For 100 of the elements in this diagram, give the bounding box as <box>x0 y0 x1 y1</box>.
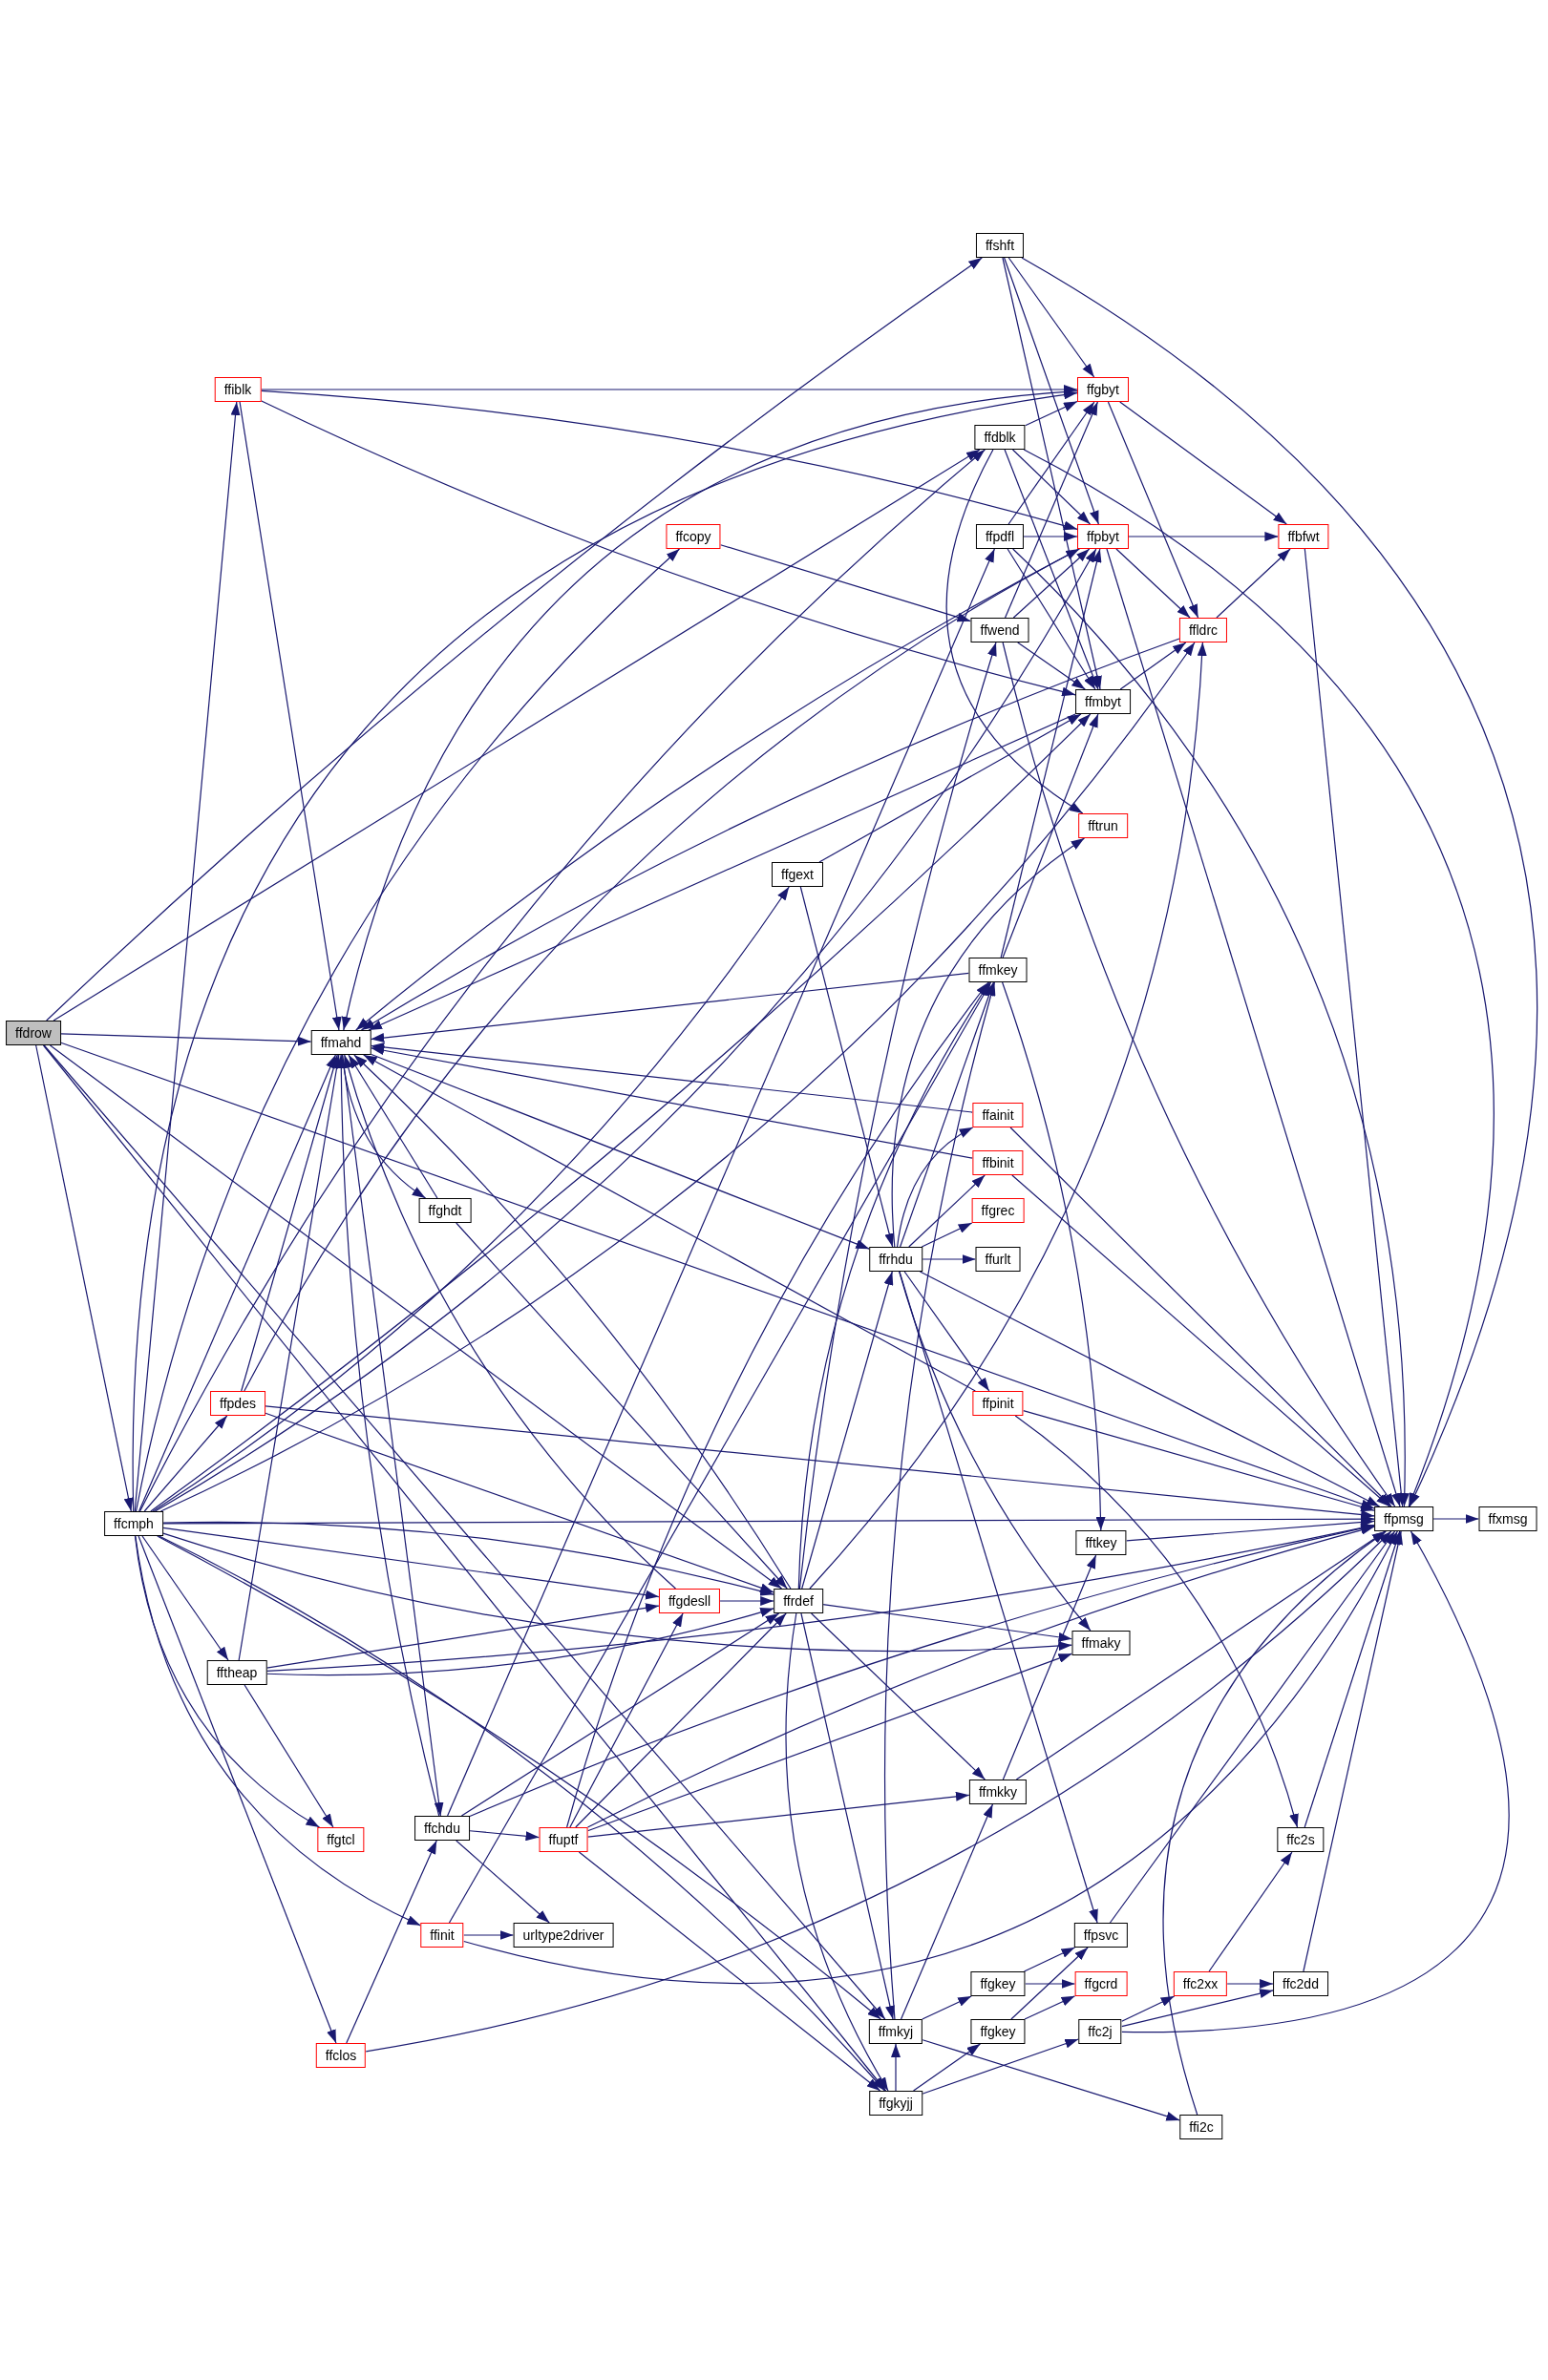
arrow <box>900 1803 994 2020</box>
arrow <box>1109 1530 1396 1924</box>
arrow <box>244 548 1080 1392</box>
function-box: ffrhdu <box>869 1247 922 1272</box>
arrow <box>919 1271 1381 1507</box>
arrow <box>1128 532 1279 541</box>
arrow <box>469 1830 541 1842</box>
arrow <box>370 1053 870 1250</box>
arrow <box>797 981 990 1590</box>
arrow <box>1007 548 1096 690</box>
arrow <box>134 1535 321 1828</box>
function-box: ffgkey <box>970 1971 1026 1996</box>
arrow <box>447 548 995 1817</box>
function-box: ffurlt <box>975 1247 1021 1272</box>
arrow <box>353 1054 792 1590</box>
function-box: ffbfwt <box>1278 524 1329 549</box>
function-box: ffchdu <box>414 1816 470 1841</box>
arrow <box>238 1054 342 1661</box>
arrow <box>1017 642 1086 690</box>
arrow <box>1115 548 1191 619</box>
arrow <box>60 1033 312 1046</box>
arrow <box>1002 257 1102 690</box>
arrow <box>586 1653 1073 1832</box>
arrow <box>1004 449 1099 690</box>
arrow <box>903 1271 990 1392</box>
arrow <box>162 1532 1073 1653</box>
arrow <box>35 1044 134 1512</box>
arrow <box>239 401 342 1031</box>
function-box: ffc2j <box>1078 2019 1122 2044</box>
arrow <box>1002 713 1099 958</box>
arrow <box>370 1043 973 1113</box>
arrow <box>1010 1947 1089 2020</box>
function-box: ffpdfl <box>975 524 1025 549</box>
arrow <box>162 1514 1375 1525</box>
arrow <box>141 1535 229 1661</box>
arrow <box>575 1612 787 1828</box>
arrow <box>60 1042 1375 1509</box>
function-box: ffgkey <box>970 2019 1026 2044</box>
arrow <box>897 1127 974 1248</box>
arrow <box>342 390 1078 1031</box>
arrow <box>809 642 1207 1590</box>
function-box: ffuptf <box>539 1827 588 1852</box>
function-box: ffcopy <box>666 524 721 549</box>
arrow <box>1004 257 1099 525</box>
arrow <box>799 886 895 1248</box>
function-box: ffshft <box>975 233 1025 258</box>
arrow <box>1002 981 1106 1531</box>
arrow <box>46 257 983 1022</box>
function-box: fftkey <box>1075 1530 1127 1555</box>
function-box: ffmkky <box>968 1780 1028 1804</box>
arrow <box>1012 548 1091 619</box>
arrow <box>463 1930 515 1940</box>
arrow <box>360 638 1180 1031</box>
function-box: ffgcrd <box>1074 1971 1128 1996</box>
function-box: ffdblk <box>974 425 1026 450</box>
arrow <box>946 449 1084 814</box>
arrow <box>49 1044 783 1590</box>
arrow <box>800 1612 895 2020</box>
arrow <box>159 642 1196 1512</box>
arrow <box>260 400 1076 697</box>
arrow <box>456 1222 788 1590</box>
arrow <box>908 1174 986 1248</box>
arrow <box>900 981 994 1248</box>
function-box: ffgrec <box>971 1198 1025 1223</box>
arrow <box>1304 1530 1401 1828</box>
arrow <box>1000 548 1102 958</box>
function-box: ffbinit <box>972 1150 1024 1175</box>
arrow <box>1216 548 1291 619</box>
function-box: ffpdes <box>210 1391 265 1416</box>
arrow <box>1023 532 1078 541</box>
function-box: ffcmph <box>104 1511 163 1536</box>
arrow <box>922 2038 1079 2095</box>
function-box: ffmahd <box>310 1030 371 1055</box>
arrow <box>891 2043 901 2092</box>
function-box: ffghdt <box>418 1198 472 1223</box>
function-box: ffainit <box>972 1103 1024 1127</box>
arrow <box>1024 1979 1076 1989</box>
arrow <box>348 1054 438 1199</box>
function-box: ffgext <box>772 862 823 887</box>
function-box: ffmkey <box>968 958 1028 982</box>
arrow <box>891 837 1086 1248</box>
function-box: ffxmsg <box>1478 1506 1537 1531</box>
arrow <box>1126 1517 1375 1542</box>
arrow <box>884 981 996 2020</box>
arrow <box>135 1535 421 1927</box>
arrow <box>152 886 790 1512</box>
arrow <box>1011 449 1092 525</box>
arrow <box>143 1415 228 1512</box>
arrow <box>265 1405 1375 1520</box>
arrow <box>1107 401 1199 619</box>
arrow <box>1025 400 1078 427</box>
arrow <box>922 1254 977 1264</box>
arrow <box>241 1054 339 1392</box>
arrow <box>448 981 992 1924</box>
arrow <box>1004 401 1099 619</box>
arrow <box>469 1524 1375 1818</box>
arrow <box>586 1791 970 1838</box>
arrow <box>1023 449 1494 1507</box>
arrow <box>1007 401 1095 525</box>
function-box: ffc2xx <box>1173 1971 1228 1996</box>
